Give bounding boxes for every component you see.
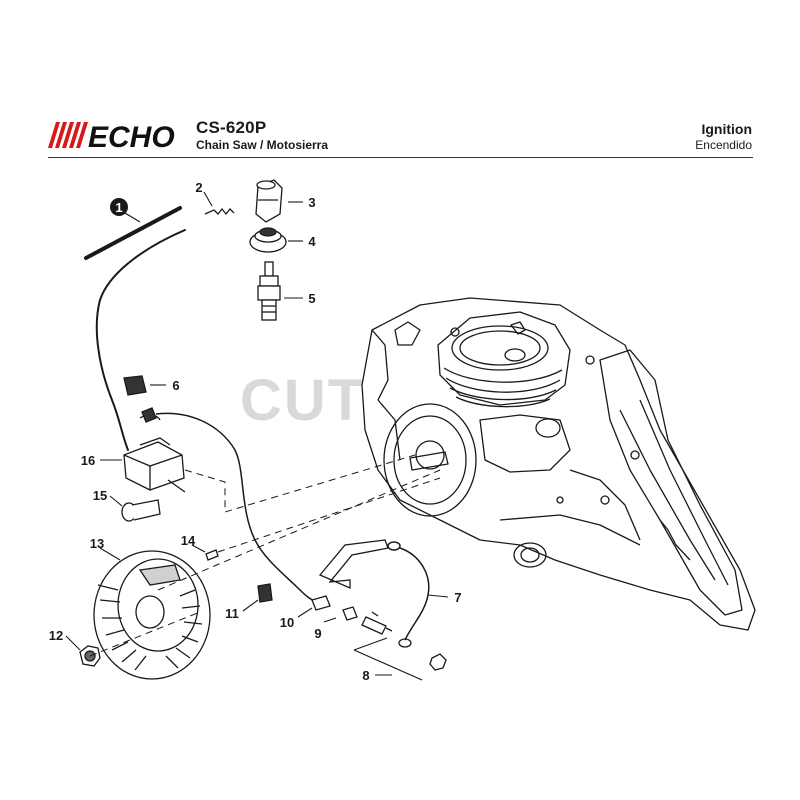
part-4-grommet (249, 227, 287, 253)
part-14-key (205, 549, 219, 561)
callout-1-label: 1 (115, 200, 122, 215)
callout-7-label: 7 (454, 590, 461, 605)
assembly-lines (89, 454, 441, 657)
callout-1: 1 (110, 198, 128, 216)
ignition-wire (155, 412, 319, 604)
callout-5-label: 5 (308, 291, 315, 306)
part-3-plug-cap (255, 179, 283, 223)
callout-8-label: 8 (362, 668, 369, 683)
echo-logo: ECHO (48, 121, 175, 152)
logo-stripes (48, 122, 88, 148)
part-6-clip (123, 375, 147, 396)
part-1-ignition-lead (84, 206, 186, 451)
part-5-spark-plug (257, 261, 281, 321)
callout-13-label: 13 (90, 536, 104, 551)
callout-11-label: 11 (225, 606, 239, 621)
callout-15-label: 15 (93, 488, 107, 503)
part-8-washer-nut (398, 638, 447, 671)
model-number: CS-620P (196, 118, 267, 137)
callout-6-label: 6 (172, 378, 179, 393)
part-9-switch-parts (342, 606, 393, 635)
page-header: ECHO CS-620P Chain Saw / Motosierra Igni… (0, 0, 800, 160)
callout-10-label: 10 (280, 615, 294, 630)
section-title-en: Ignition (701, 121, 752, 137)
callout-16-label: 16 (81, 453, 95, 468)
callout-9-label: 9 (314, 626, 321, 641)
section-title-es: Encendido (695, 138, 752, 152)
parts-diagram: CUTL (49, 179, 756, 683)
part-13-flywheel (93, 550, 211, 680)
switch-bracket (318, 539, 389, 589)
brand-wordmark: ECHO (88, 121, 175, 152)
part-2-spring (204, 207, 235, 216)
part-15-bolt (121, 499, 161, 522)
part-7-ground-wire (387, 541, 430, 641)
engine-housing (361, 297, 756, 631)
callout-14-label: 14 (181, 533, 196, 548)
callout-12-label: 12 (49, 628, 63, 643)
header-divider (48, 157, 753, 158)
part-10-terminal (311, 595, 331, 611)
callout-2-label: 2 (195, 180, 202, 195)
callout-3-label: 3 (308, 195, 315, 210)
product-subtitle: Chain Saw / Motosierra (196, 138, 329, 152)
callout-4-label: 4 (308, 234, 316, 249)
part-16-ignition-coil (123, 407, 186, 493)
part-11-clip (257, 583, 273, 603)
